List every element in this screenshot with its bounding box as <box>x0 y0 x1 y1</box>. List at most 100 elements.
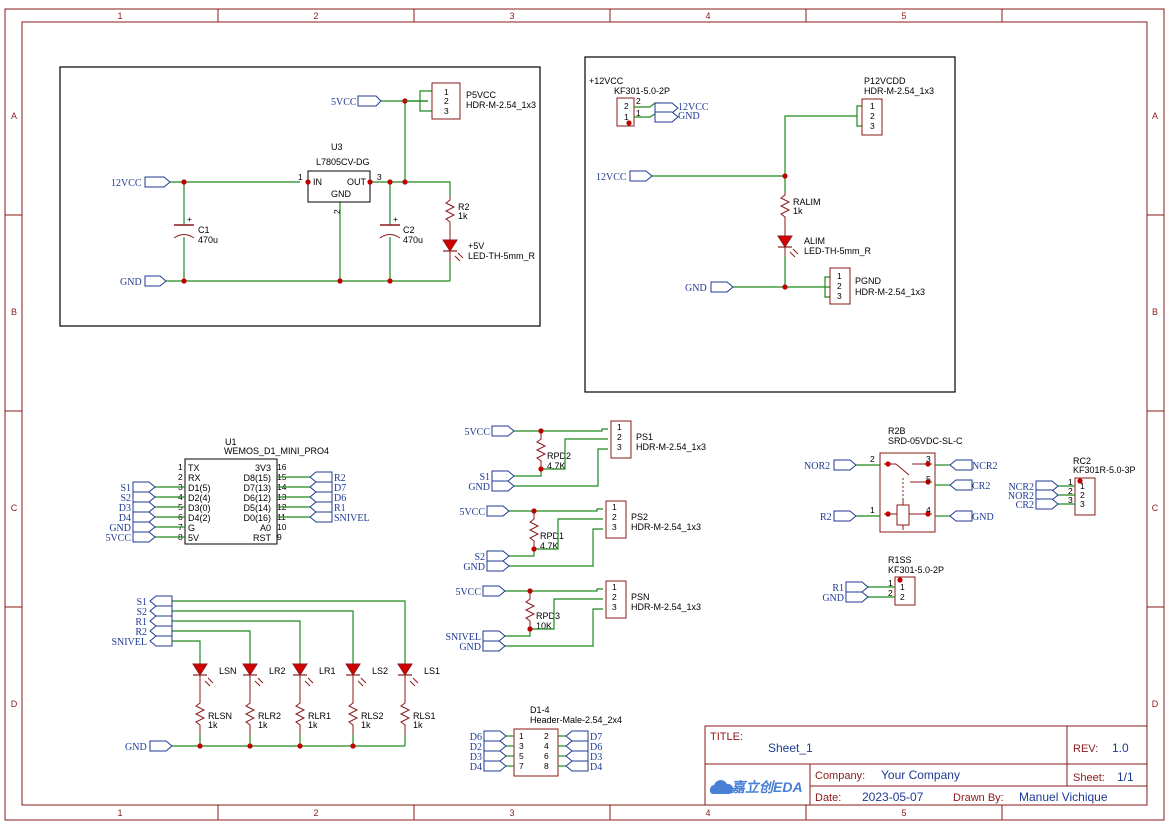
led-5v[interactable]: +5V LED-TH-5mm_R <box>442 239 536 262</box>
net-flag-s2[interactable]: S2 <box>136 605 173 618</box>
header-pin-num: 3 <box>617 442 622 452</box>
regulator-u3[interactable]: U3 L7805CV-DG IN OUT GND 1 3 2 <box>298 142 382 214</box>
net-flag-gnd-kf[interactable]: GND <box>654 111 700 123</box>
net-flag-d6[interactable]: D6 <box>470 730 507 743</box>
led-lr2[interactable]: LR2 <box>242 663 286 700</box>
led-alim[interactable]: ALIM LED-TH-5mm_R <box>777 235 872 258</box>
net-flag-s2[interactable]: S2 <box>120 491 156 504</box>
led-ls1[interactable]: LS1 <box>397 663 440 700</box>
net-flag-ncr2[interactable]: NCR2 <box>949 459 998 472</box>
header-value: HDR-M-2.54_1x3 <box>631 602 701 612</box>
header-d1-4[interactable]: D1-4 Header-Male-2.54_2x4 <box>513 705 622 777</box>
net-flag-r2[interactable]: R2 <box>309 471 346 484</box>
led-ls2[interactable]: LS2 <box>345 663 388 700</box>
led-lr1[interactable]: LR1 <box>292 663 336 700</box>
row-label-right: C <box>1152 503 1159 513</box>
relay-r2b[interactable]: R2B SRD-05VDC-SL-C <box>879 426 963 533</box>
p5vcc-pin3: 3 <box>444 106 449 116</box>
net-flag-d7[interactable]: D7 <box>309 481 346 494</box>
header-pgnd[interactable]: 1 2 3 PGND HDR-M-2.54_1x3 <box>824 267 925 305</box>
net-flag-r2-relay[interactable]: R2 <box>820 510 857 523</box>
net-flag-d3[interactable]: D3 <box>119 501 156 514</box>
net-flag-s2[interactable]: S2 <box>474 550 510 563</box>
net-flag-d6[interactable]: D6 <box>565 740 602 753</box>
net-flag-r1[interactable]: R1 <box>135 615 173 628</box>
header-p5vcc[interactable]: 1 2 3 P5VCC HDR-M-2.54_1x3 <box>405 82 536 120</box>
net-flag-gnd[interactable]: GND <box>120 275 167 288</box>
net-flag-d3[interactable]: D3 <box>470 750 507 763</box>
net-flag-5vcc[interactable]: 5VCC <box>455 585 506 598</box>
capacitor-c1[interactable]: + C1 470u <box>173 214 218 245</box>
net-flag-12vcc[interactable]: 12VCC <box>111 176 171 189</box>
wemos-pin-name: D5(14) <box>243 503 271 513</box>
capacitor-c2[interactable]: + C2 470u <box>379 214 423 245</box>
led-lsn[interactable]: LSN <box>192 663 237 700</box>
net-flag-r1[interactable]: R1 <box>309 501 346 514</box>
terminal-rc2[interactable]: RC2 KF301R-5.0-3P <box>1073 456 1136 516</box>
net-flag-snivel[interactable]: SNIVEL <box>445 630 506 643</box>
resistor-r2[interactable]: R2 1k <box>444 196 470 240</box>
net-flag-12vcc-main[interactable]: 12VCC <box>596 170 653 183</box>
net-flag-gnd-leds[interactable]: GND <box>125 740 173 753</box>
net-flag-cr2[interactable]: CR2 <box>949 479 990 492</box>
net-flag-gnd[interactable]: GND <box>459 640 506 653</box>
net-flag-r1[interactable]: R1 <box>832 581 869 594</box>
net-flag-s1[interactable]: S1 <box>120 481 156 494</box>
net-label: R2 <box>135 627 147 638</box>
net-flag-d4[interactable]: D4 <box>565 760 602 773</box>
net-flag-gnd[interactable]: GND <box>822 591 869 604</box>
net-flag-d2[interactable]: D2 <box>470 740 507 753</box>
net-flag-d3[interactable]: D3 <box>565 750 602 763</box>
terminal-r1ss[interactable]: R1SS KF301-5.0-2P <box>888 555 944 606</box>
net-flag-5vcc[interactable]: 5VCC <box>464 425 515 438</box>
net-flag-cr2[interactable]: CR2 <box>1016 498 1059 511</box>
net-flag-d4[interactable]: D4 <box>470 760 507 773</box>
net-label: D6 <box>470 732 482 743</box>
net-flag-snivel[interactable]: SNIVEL <box>309 511 370 524</box>
terminal-12vcc[interactable]: 2 1 2 1 +12VCC KF301-5.0-2P <box>589 76 670 127</box>
net-flag-d4[interactable]: D4 <box>119 511 156 524</box>
net-flag-5vcc[interactable]: 5VCC <box>459 505 510 518</box>
net-flag-nor2[interactable]: NOR2 <box>1008 489 1059 502</box>
net-flag-5vcc[interactable]: 5VCC <box>105 531 156 544</box>
net-flag-nor2[interactable]: NOR2 <box>804 459 857 472</box>
sheet-label: Sheet: <box>1073 772 1105 784</box>
header-p12vcdd[interactable]: 1 2 3 P12VCDD HDR-M-2.54_1x3 <box>856 76 934 136</box>
resistor-ralim[interactable]: RALIM 1k <box>779 192 821 236</box>
net-label: GND <box>678 111 700 122</box>
row-label-right: A <box>1152 111 1158 121</box>
net-flag-gnd[interactable]: GND <box>109 521 156 534</box>
net-flag-r2[interactable]: R2 <box>135 625 173 638</box>
net-flag-gnd-relay[interactable]: GND <box>949 510 994 523</box>
net-flag-gnd[interactable]: GND <box>463 560 510 573</box>
net-flag-ncr2[interactable]: NCR2 <box>1008 480 1059 493</box>
net-flag-gnd[interactable]: GND <box>468 480 515 493</box>
resistor-value: 4.7K <box>547 461 566 471</box>
net-flag-12vcc-kf[interactable]: 12VCC <box>654 102 709 114</box>
net-flag-s1[interactable]: S1 <box>479 470 515 483</box>
r1ss-value: KF301-5.0-2P <box>888 565 944 575</box>
net-flag-snivel[interactable]: SNIVEL <box>111 635 173 648</box>
net-flag-gnd-main[interactable]: GND <box>685 281 734 294</box>
wemos-pin-name: D4(2) <box>188 513 211 523</box>
header-pin-num: 3 <box>519 741 524 751</box>
net-flag-d6[interactable]: D6 <box>309 491 346 504</box>
led-5v-ref: +5V <box>468 241 484 251</box>
net-flag-s1[interactable]: S1 <box>136 595 173 608</box>
row-label-left: D <box>11 699 18 709</box>
net-flag-5vcc[interactable]: 5VCC <box>331 95 382 108</box>
wemos-d1-mini[interactable]: U1 WEMOS_D1_MINI_PRO4 <box>184 437 329 545</box>
net-flag-d7[interactable]: D7 <box>565 730 602 743</box>
net-label: 12VCC <box>111 178 142 189</box>
